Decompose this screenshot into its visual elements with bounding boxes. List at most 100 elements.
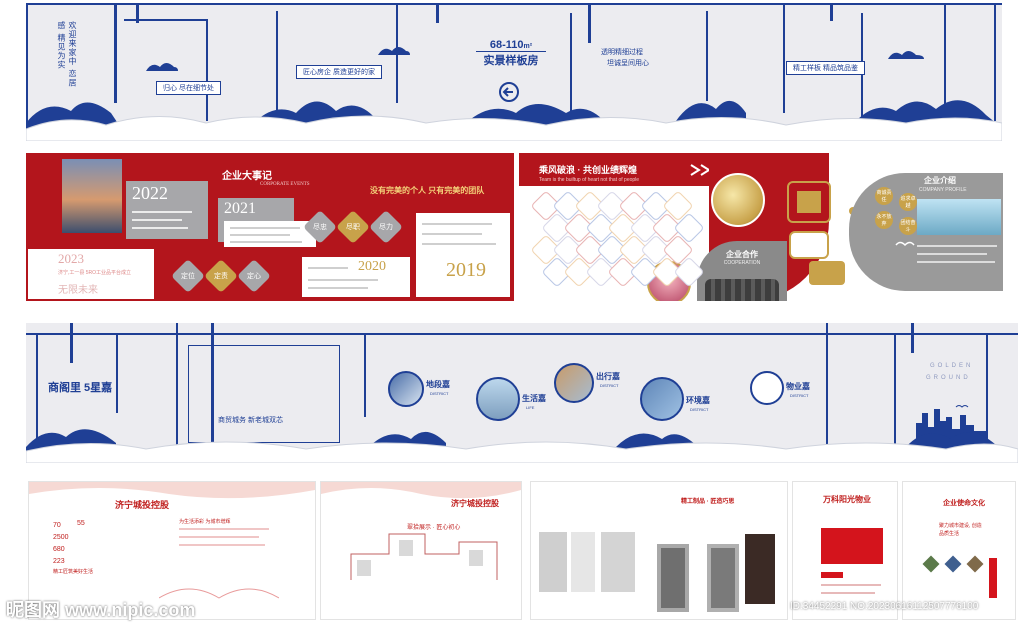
board-line: 翠拾展示 · 匠心初心 <box>407 525 461 531</box>
milestones-subtitle: CORPORATE EVENTS <box>260 182 310 187</box>
frame-line <box>176 323 178 451</box>
people-silhouette <box>705 279 779 301</box>
year-2020: 2020 <box>358 259 386 274</box>
frame-line <box>994 3 996 121</box>
city-photo <box>62 159 122 233</box>
red-photo-block <box>821 528 883 564</box>
frame-line <box>944 3 946 113</box>
board-title: 企业使命文化 <box>943 500 985 507</box>
text-line <box>917 245 997 247</box>
frame-line <box>36 333 38 453</box>
area-unit: m² <box>523 43 533 50</box>
material-sample <box>539 532 567 592</box>
note-2023: 济宁,工一县 5RO工业品平台成立 <box>58 270 132 276</box>
frame-line <box>364 333 366 417</box>
gold-sphere <box>711 173 765 227</box>
text-line <box>230 234 290 236</box>
year-2022: 2022 <box>132 183 168 203</box>
milestones-title: 企业大事记 <box>222 171 272 182</box>
diamond-dingwei: 定位 <box>171 259 205 293</box>
environment-photo <box>640 377 684 421</box>
frame-line <box>70 323 73 363</box>
text-line <box>308 287 368 289</box>
frame-line <box>830 3 833 21</box>
item-sub: DISTRICT <box>790 393 809 398</box>
stat-value: 55 <box>77 520 85 527</box>
year-2021: 2021 <box>224 200 256 217</box>
gold-frame <box>789 231 829 259</box>
stats-column: 70 2500 680 223 <box>53 520 69 568</box>
wall-panel-five-star: 商阁里 5星嘉 商贸城务 新老城双芯 地段嘉 DISTRICT 生活嘉 LIFE… <box>26 323 1018 463</box>
frame-box <box>188 345 340 443</box>
wave-header <box>29 482 315 499</box>
material-sample <box>601 532 635 592</box>
arrow-left-icon <box>499 82 519 102</box>
frame-line <box>124 19 206 21</box>
item-sub: DISTRICT <box>600 383 619 388</box>
item-label: 地段嘉 <box>426 380 450 389</box>
life-photo <box>476 377 520 421</box>
welcome-vertical-text: 欢迎来家中 恋居感 精见为实 <box>57 21 77 88</box>
stat-value: 2500 <box>53 534 69 541</box>
item-label: 出行嘉 <box>596 372 620 381</box>
milestone-card-2023: 2023 济宁,工一县 5RO工业品平台成立 无限未来 <box>28 249 154 299</box>
frame-line <box>211 323 214 463</box>
watermark-id: ID:34452291 NO:20230616112507776100 <box>790 601 979 612</box>
frame-line <box>436 3 439 23</box>
material-sample <box>571 532 595 592</box>
board-line: 为生活添彩 为城市增辉 <box>179 519 231 525</box>
diamond-label: 尽忠 <box>313 224 327 231</box>
text-line <box>179 536 259 538</box>
red-strip <box>989 558 997 598</box>
item-sub: LIFE <box>526 405 535 410</box>
diamond-label: 定责 <box>214 273 228 280</box>
frame-line <box>826 323 828 453</box>
diamond-jinzhi: 尽职 <box>336 210 370 244</box>
cloud-ornament-icon <box>378 47 410 55</box>
profile-circle: 追求卓越 <box>899 193 917 211</box>
cloud-ornament-icon <box>146 63 178 71</box>
board-line: 聚力城市建设, 创造品质生活 <box>939 523 982 537</box>
text-line <box>917 253 987 255</box>
text-line <box>308 267 348 269</box>
frame-line <box>588 3 591 43</box>
milestone-card-2020: 2020 <box>302 257 410 297</box>
diamond-label: 尽力 <box>379 224 393 231</box>
text-line <box>917 261 995 263</box>
detail-pill: 归心 尽在细节处 <box>156 81 221 95</box>
stat-value: 223 <box>53 558 65 565</box>
text-line <box>821 592 875 594</box>
area-sign: 68-110m² 实景样板房 <box>476 39 546 68</box>
frame-line <box>706 11 708 101</box>
diamond-jinzhong: 尽忠 <box>303 210 337 244</box>
watermark-site: 昵图网 www.nipic.com <box>6 600 196 620</box>
text-line <box>179 544 265 546</box>
brand-logo: 商阁里 5星嘉 <box>48 382 113 394</box>
slogan-pill: 匠心房企 质造更好的家 <box>296 65 382 79</box>
gold-block <box>809 261 845 285</box>
text-line <box>179 528 269 530</box>
display-frames-illustration <box>350 533 498 580</box>
board-thumbnail-5: 企业使命文化 聚力城市建设, 创造品质生活 <box>902 481 1016 620</box>
board-thumbnail-2: 济宁城投控股 翠拾展示 · 匠心初心 <box>320 481 522 620</box>
frame-line <box>894 333 896 451</box>
area-range: 68-110 <box>489 39 524 51</box>
board-thumbnail-4: 万科阳光物业 <box>792 481 898 620</box>
text-line <box>230 227 300 229</box>
item-label: 物业嘉 <box>786 382 810 391</box>
team-slogan: 没有完美的个人 只有完美的团队 <box>370 186 485 195</box>
mountain-cloud-decoration <box>26 100 1002 141</box>
board-thumbnail-1: 济宁城投控股 70 2500 680 223 55 精工匠筑美好生活 为生活添彩… <box>28 481 316 620</box>
cooperation-subtitle: COOPERATION <box>723 260 761 266</box>
process-line-2: 坦诚呈间用心 <box>607 60 649 67</box>
text-line <box>422 223 492 225</box>
skyline-icon <box>916 405 986 439</box>
city-skyline-photo <box>917 199 1001 235</box>
board-title: 万科阳光物业 <box>823 495 871 504</box>
cooperation-block: 企业合作 COOPERATION <box>697 241 787 301</box>
frame-line <box>26 3 28 141</box>
text-line <box>132 227 188 229</box>
stat-value: 70 <box>53 522 61 529</box>
frame-line <box>116 333 118 413</box>
diamond-dingxin: 定心 <box>237 259 271 293</box>
